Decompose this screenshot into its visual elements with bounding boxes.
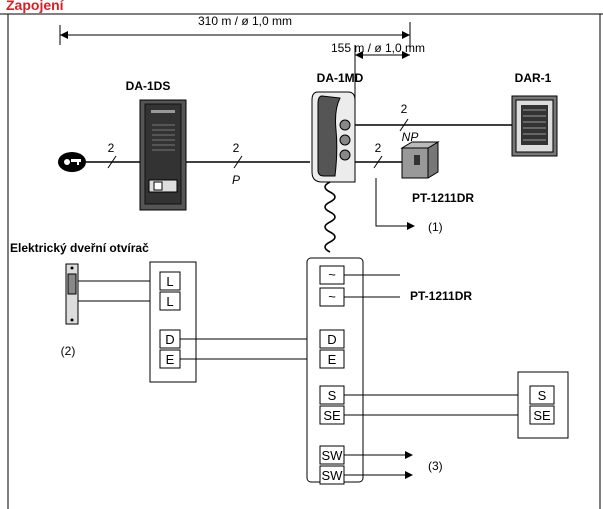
dimension-long: 310 m / ø 1,0 mm bbox=[59, 14, 411, 50]
power-supply-illustration bbox=[400, 141, 440, 179]
wire-slash bbox=[373, 155, 383, 169]
note-arrow bbox=[375, 178, 415, 230]
note-3: (3) bbox=[428, 459, 443, 473]
wire-slash bbox=[233, 155, 243, 169]
terminal-label: L bbox=[166, 294, 173, 309]
dimension-long-label: 310 m / ø 1,0 mm bbox=[198, 14, 292, 28]
wire-count: 2 bbox=[375, 141, 382, 155]
master-handset-illustration bbox=[311, 91, 356, 253]
wire-count: 2 bbox=[401, 102, 408, 116]
wire-count: 2 bbox=[233, 141, 240, 155]
terminal bbox=[529, 385, 555, 405]
wire-type: P bbox=[232, 173, 240, 187]
sub-terminal-block bbox=[517, 371, 569, 439]
wire-slash bbox=[107, 155, 117, 169]
terminal-label: ~ bbox=[328, 267, 336, 282]
wire-slash bbox=[399, 118, 409, 132]
terminal bbox=[159, 291, 181, 311]
terminal bbox=[159, 271, 181, 291]
dimension-short-label: 155 m / ø 1,0 mm bbox=[331, 41, 425, 55]
terminal-label: E bbox=[166, 352, 175, 367]
label-master: DA-1MD bbox=[317, 71, 364, 85]
terminal-label: ~ bbox=[328, 289, 336, 304]
terminal-label: SW bbox=[322, 448, 344, 463]
terminal-label: L bbox=[166, 274, 173, 289]
terminal-label: SW bbox=[322, 468, 344, 483]
label-door-station: DA-1DS bbox=[126, 79, 171, 93]
door-release-illustration bbox=[65, 263, 79, 325]
terminal bbox=[319, 329, 345, 349]
label-power-mid: PT-1211DR bbox=[410, 289, 472, 303]
terminal-label: SE bbox=[323, 408, 341, 423]
page-title: Zapojení bbox=[6, 0, 65, 13]
note-2: (2) bbox=[61, 344, 76, 358]
sub-station-illustration bbox=[511, 95, 558, 157]
terminal bbox=[319, 349, 345, 369]
wire-type: NP bbox=[402, 130, 419, 144]
terminal-label: D bbox=[327, 332, 336, 347]
terminal bbox=[529, 405, 555, 425]
terminal-label: S bbox=[328, 388, 337, 403]
label-sub: DAR-1 bbox=[515, 71, 552, 85]
note-1: (1) bbox=[428, 220, 443, 234]
terminal-label: D bbox=[165, 332, 174, 347]
label-door-release: Elektrický dveřní otvírač bbox=[10, 241, 149, 255]
wire-count: 2 bbox=[108, 141, 115, 155]
door-station-illustration bbox=[139, 99, 187, 211]
terminal-label: E bbox=[328, 352, 337, 367]
label-power-top: PT-1211DR bbox=[412, 191, 474, 205]
key-icon bbox=[58, 152, 86, 172]
terminal-label: SE bbox=[533, 408, 551, 423]
terminal-label: S bbox=[538, 388, 547, 403]
